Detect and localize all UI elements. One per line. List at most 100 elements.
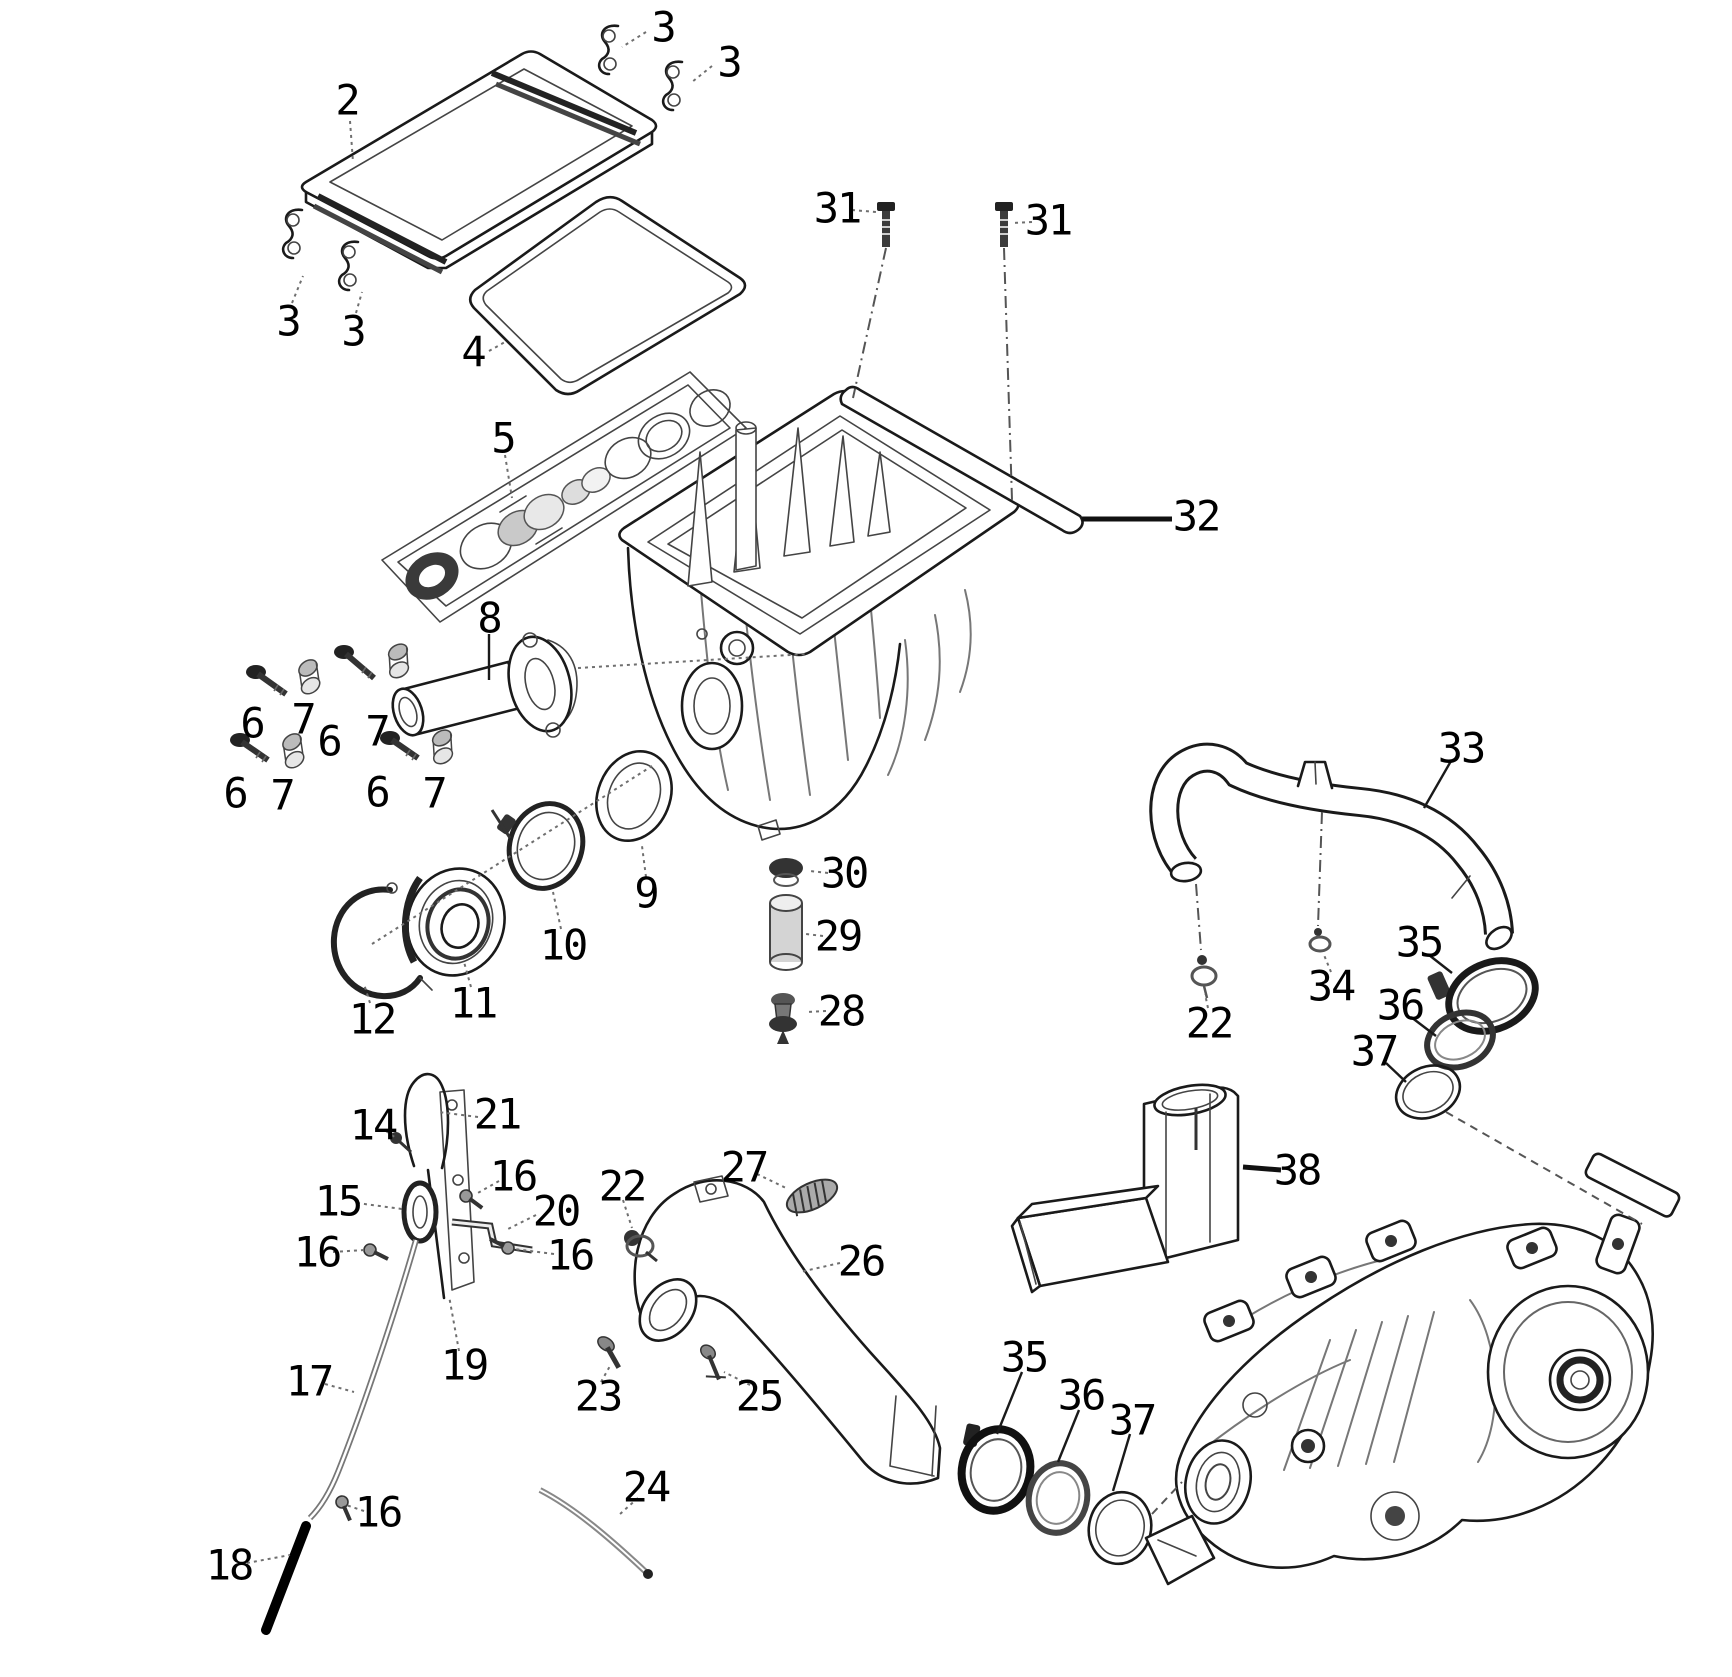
- leader-line: [1011, 221, 1033, 224]
- leader-line: [345, 1504, 365, 1512]
- callout-26: 26: [838, 1237, 885, 1286]
- leader-line: [577, 653, 807, 669]
- parts-22-23-25-fasteners: [597, 1230, 726, 1381]
- leader-line: [385, 1130, 397, 1139]
- callout-34: 34: [1308, 962, 1355, 1011]
- leader-line: [1422, 760, 1453, 809]
- parts-6-7-bolts-spacers: [230, 643, 454, 769]
- callout-9: 9: [634, 869, 657, 918]
- part-5-filter-assembly: [381, 371, 747, 623]
- callout-11: 11: [450, 979, 497, 1028]
- callout-6: 6: [240, 699, 263, 748]
- parts-28-29-30-drain-plug: [769, 858, 803, 1044]
- callout-6: 6: [223, 769, 246, 818]
- callout-31: 31: [814, 184, 861, 233]
- callout-16: 16: [294, 1228, 341, 1277]
- callout-22: 22: [1186, 999, 1233, 1048]
- callout-37: 37: [1109, 1396, 1156, 1445]
- callout-4: 4: [461, 328, 485, 377]
- leader-line: [488, 341, 506, 352]
- callout-35: 35: [1001, 1333, 1048, 1382]
- leader-line: [448, 1295, 460, 1352]
- leader-line: [723, 1371, 751, 1386]
- callout-3: 3: [651, 3, 674, 52]
- callout-16: 16: [355, 1488, 402, 1537]
- callout-8: 8: [477, 594, 500, 643]
- part-33-hose: [1149, 742, 1514, 999]
- leader-line: [1242, 1164, 1282, 1173]
- leader-line: [1445, 1111, 1643, 1225]
- parts-drawing: [230, 24, 1681, 1635]
- part-26-duct: [633, 1175, 942, 1485]
- leader-line: [805, 933, 824, 937]
- leader-line: [1003, 247, 1013, 501]
- part-27-spring: [785, 1178, 839, 1217]
- part-3-clips: [281, 24, 684, 292]
- leader-line: [641, 845, 647, 878]
- leader-line: [463, 961, 472, 988]
- callout-27: 27: [721, 1143, 768, 1192]
- leader-line: [756, 1173, 787, 1189]
- callout-19: 19: [441, 1341, 488, 1390]
- part-11-boot: [401, 867, 506, 977]
- callout-14: 14: [350, 1101, 397, 1150]
- callout-16: 16: [490, 1152, 537, 1201]
- leader-line: [621, 31, 647, 48]
- callout-17: 17: [286, 1357, 333, 1406]
- leader-lines: [246, 31, 1643, 1564]
- callout-3: 3: [717, 38, 740, 87]
- leader-line: [691, 65, 713, 83]
- leader-line: [805, 1010, 827, 1013]
- part-airbox-body: [618, 389, 1020, 841]
- engine-cvt-cover: [1144, 1152, 1681, 1586]
- callout-36: 36: [1377, 981, 1424, 1030]
- callout-3: 3: [341, 307, 364, 356]
- leader-line: [475, 1180, 500, 1195]
- callout-37: 37: [1351, 1027, 1398, 1076]
- leader-line: [1151, 1481, 1183, 1515]
- callout-29: 29: [815, 912, 862, 961]
- callout-7: 7: [422, 769, 445, 818]
- leader-line: [437, 1111, 479, 1118]
- leader-line: [1056, 1409, 1081, 1463]
- callout-28: 28: [818, 987, 865, 1036]
- leader-line: [1195, 883, 1202, 951]
- callout-33: 33: [1438, 724, 1485, 773]
- callout-25: 25: [736, 1372, 783, 1421]
- leader-line: [995, 1371, 1024, 1435]
- leader-line: [1410, 1016, 1437, 1037]
- callout-20: 20: [533, 1187, 580, 1236]
- callout-6: 6: [365, 768, 388, 817]
- part-38-duct: [1010, 1083, 1240, 1294]
- leader-line: [622, 1199, 633, 1229]
- leader-line: [371, 765, 653, 945]
- leader-line: [356, 1202, 403, 1210]
- leader-line: [1111, 1433, 1132, 1492]
- part-10-clamp: [490, 801, 586, 891]
- leader-line: [332, 1249, 365, 1253]
- part-32-mount-rail: [839, 385, 1084, 535]
- leader-line: [504, 454, 513, 499]
- callout-35: 35: [1396, 918, 1443, 967]
- part-12-clamp-ring: [330, 882, 433, 1000]
- parts-35-36-37-upper: [1394, 957, 1539, 1120]
- leader-line: [1385, 1062, 1407, 1083]
- part-9-collar: [595, 749, 673, 843]
- callout-15: 15: [315, 1177, 362, 1226]
- leader-line: [324, 1383, 355, 1393]
- callout-31: 31: [1025, 196, 1072, 245]
- callout-2: 2: [335, 76, 358, 125]
- callout-38: 38: [1274, 1146, 1321, 1195]
- callout-21: 21: [474, 1090, 521, 1139]
- callout-10: 10: [540, 921, 587, 970]
- leader-line: [852, 247, 887, 399]
- parts-35-36-37-lower: [957, 1423, 1153, 1566]
- callout-22: 22: [599, 1162, 646, 1211]
- leader-line: [505, 1214, 537, 1231]
- drain-assembly-14-21: [261, 1072, 533, 1635]
- leader-line: [809, 870, 829, 874]
- leader-line: [600, 1365, 611, 1383]
